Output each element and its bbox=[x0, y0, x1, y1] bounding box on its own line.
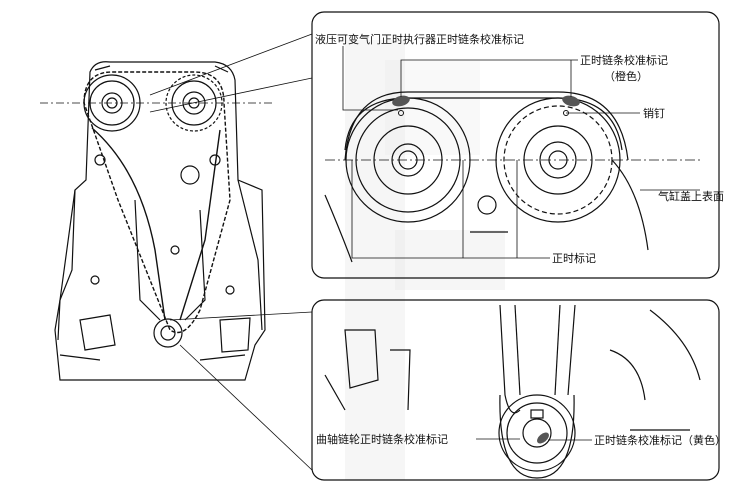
vvt-timing-mark-label: 液压可变气门正时执行器正时链条校准标记 bbox=[315, 32, 524, 46]
watermark bbox=[345, 40, 505, 480]
dowel-pin-label: 销钉 bbox=[643, 106, 665, 120]
cam-detail-panel bbox=[311, 11, 720, 279]
panel-leaders bbox=[342, 46, 700, 259]
callout-leaders bbox=[149, 33, 313, 471]
timing-chain-overview bbox=[83, 71, 231, 334]
crank-leaders bbox=[476, 438, 592, 441]
crank-sprocket-overview bbox=[153, 318, 183, 348]
chain-mark-yellow bbox=[537, 432, 549, 444]
chain-mark-orange bbox=[392, 95, 580, 107]
chain-mark-color-label: （橙色） bbox=[604, 69, 648, 83]
dowel-pin-left bbox=[398, 110, 404, 116]
chain-mark-yellow-label: 正时链条校准标记（黄色） bbox=[594, 433, 726, 447]
crank-detail-drawing bbox=[324, 304, 701, 479]
chain-mark-label: 正时链条校准标记 bbox=[580, 53, 668, 67]
crank-detail-panel bbox=[311, 299, 720, 481]
cylinder-head-top-label: 气缸盖上表面 bbox=[658, 189, 724, 203]
engine-overview bbox=[54, 61, 266, 381]
timing-mark-label: 正时标记 bbox=[552, 251, 596, 265]
crank-sprocket-mark-label: 曲轴链轮正时链条校准标记 bbox=[316, 432, 448, 446]
